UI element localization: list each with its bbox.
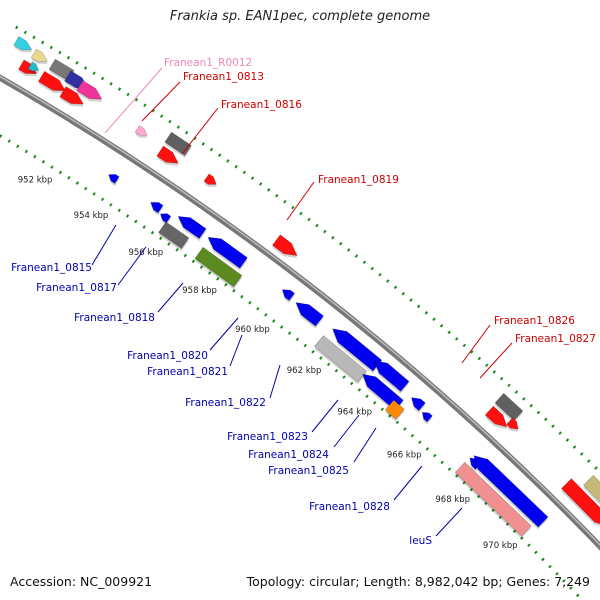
gene-arrow (295, 302, 324, 329)
rna-arrow (134, 125, 148, 138)
gene-arrow (156, 145, 179, 166)
gene-arrow (332, 328, 383, 374)
reverse-gene-label: leuS (409, 535, 432, 547)
gene-arrow (583, 474, 600, 524)
genome-summary-text: Topology: circular; Length: 8,982,042 bp… (246, 574, 590, 589)
reverse-gene-label-leader-line (353, 427, 377, 463)
gene-arrow (59, 86, 84, 107)
forward-gene-label-leader-line (461, 324, 491, 364)
gene-arrow (203, 173, 217, 187)
position-tick-label: 952 kbp (18, 176, 53, 186)
forward-gene-label: Franean1_0813 (183, 71, 264, 83)
reverse-gene-label-leader-line (229, 334, 243, 367)
gene-arrow (506, 417, 519, 432)
forward-gene-label: Franean1_0827 (515, 333, 596, 345)
reverse-gene-label-leader-line (435, 507, 463, 537)
reverse-gene-label: Franean1_0818 (74, 312, 155, 324)
forward-gene-label-leader-line (479, 342, 513, 379)
gene-arrow (271, 234, 298, 259)
gene-arrow (177, 216, 207, 242)
forward-gene-label: Franean1_0819 (318, 174, 399, 186)
reverse-gene-label: Franean1_0822 (185, 397, 266, 409)
position-tick-label: 958 kbp (182, 286, 217, 296)
gene-arrow (108, 174, 120, 186)
gene-arrow (473, 455, 549, 530)
gene-arrow (37, 70, 66, 94)
forward-gene-label-leader-line (181, 107, 219, 155)
reverse-gene-label: Franean1_0823 (227, 431, 308, 443)
forward-gene-label: Franean1_R0012 (164, 57, 252, 69)
forward-gene-label-leader-line (104, 67, 163, 134)
genome-title: Frankia sp. EAN1pec, complete genome (169, 9, 431, 24)
position-tick-label: 966 kbp (387, 451, 422, 461)
gene-arrow (484, 405, 508, 430)
inner-dotted-ring (0, 133, 580, 598)
position-tick-label: 968 kbp (435, 495, 470, 505)
position-tick-label: 956 kbp (128, 248, 163, 258)
gene-arrow (454, 461, 532, 539)
forward-gene-label: Franean1_0826 (494, 315, 575, 327)
reverse-gene-label-leader-line (209, 317, 239, 351)
reverse-gene-label-leader-line (91, 224, 117, 266)
gene-arrow (158, 221, 190, 252)
gene-arrow (384, 399, 405, 422)
forward-gene-label: Franean1_0816 (221, 99, 302, 111)
gene-arrow (194, 246, 243, 290)
gene-arrow (164, 131, 192, 158)
gene-arrow (373, 360, 410, 394)
forward-gene-label-leader-line (286, 181, 315, 221)
genome-backbone-highlight (0, 75, 600, 547)
reverse-gene-label: Franean1_0817 (36, 282, 117, 294)
reverse-gene-label: Franean1_0828 (309, 501, 390, 513)
gene-arrow (150, 202, 164, 216)
position-tick-label: 970 kbp (483, 541, 518, 551)
gene-arrow (207, 236, 248, 271)
reverse-gene-label: Franean1_0815 (11, 262, 92, 274)
genome-backbone (0, 74, 600, 551)
gene-arrow (76, 80, 103, 102)
gene-arrow (30, 48, 49, 64)
gene-arrow (281, 289, 296, 304)
reverse-gene-label-leader-line (157, 282, 184, 313)
accession-text: Accession: NC_009921 (10, 574, 153, 589)
forward-gene-label-leader-line (141, 81, 181, 122)
gene-arrow (27, 61, 40, 74)
gene-arrow (314, 335, 368, 385)
position-tick-label: 960 kbp (235, 325, 270, 335)
reverse-gene-label: Franean1_0824 (248, 449, 329, 461)
gene-arrow (13, 36, 33, 53)
gene-arrow (560, 478, 600, 529)
reverse-gene-label: Franean1_0825 (268, 465, 349, 477)
reverse-gene-label: Franean1_0820 (127, 350, 208, 362)
position-tick-label: 964 kbp (337, 408, 372, 418)
reverse-gene-label-leader-line (393, 465, 423, 501)
reverse-gene-label-leader-line (333, 414, 360, 448)
position-tick-label: 962 kbp (287, 366, 322, 376)
reverse-gene-label-leader-line (117, 246, 147, 286)
reverse-gene-label-leader-line (269, 364, 281, 399)
gene-arrow (421, 411, 433, 425)
position-tick-label: 954 kbp (74, 211, 109, 221)
reverse-gene-label-leader-line (311, 399, 339, 433)
gene-arrow (159, 213, 172, 226)
reverse-gene-label: Franean1_0821 (147, 366, 228, 378)
gene-arrow (411, 397, 426, 414)
